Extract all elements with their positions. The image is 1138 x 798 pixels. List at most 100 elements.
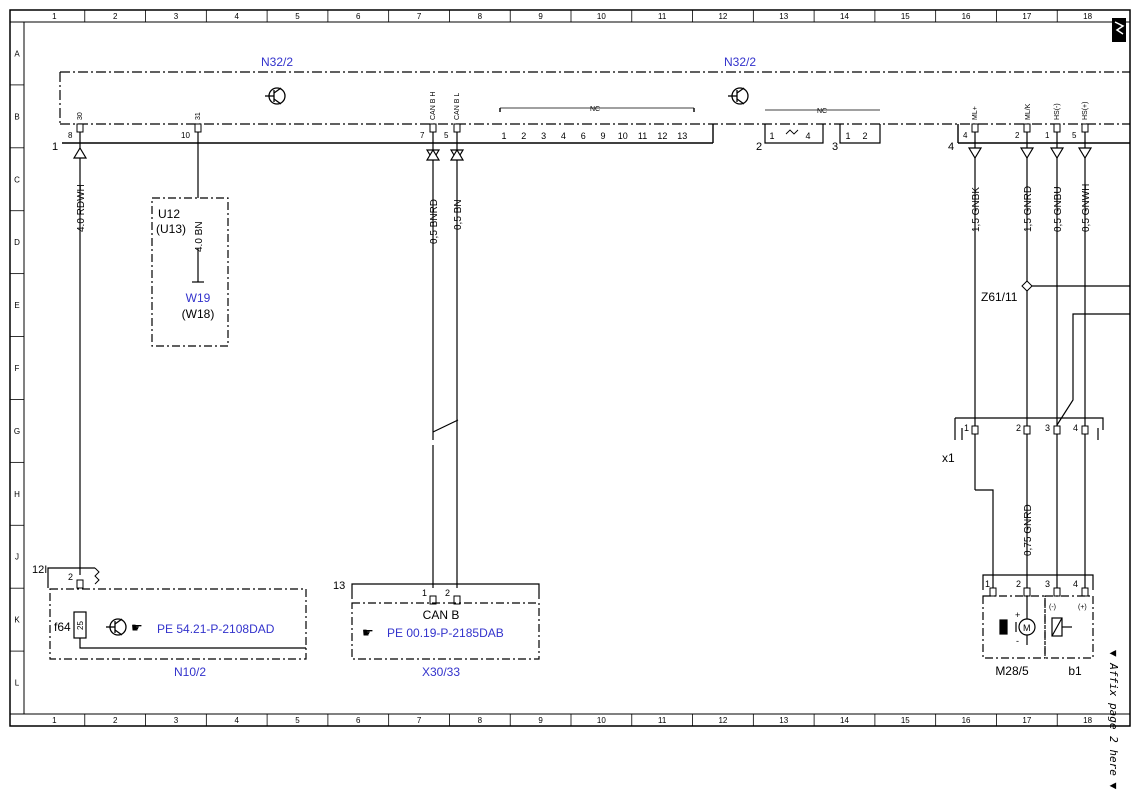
pin-canh-label: CAN B H [430, 92, 437, 120]
row-label: B [14, 112, 19, 121]
x30-pin-2: 2 [445, 588, 450, 598]
pin-mlk-label: ML/K [1025, 103, 1032, 120]
wire-label-bn-4: 4.0 BN [194, 221, 205, 252]
column-label: 18 [1083, 716, 1092, 725]
column-label: 3 [174, 12, 179, 21]
n10-pin-stub [76, 579, 84, 589]
nc-pin-number: 4 [561, 131, 566, 141]
control-unit-icon [106, 618, 127, 636]
reference-hand-icon: ☛ [362, 625, 374, 640]
nc-pin-number: 10 [618, 131, 628, 141]
x30-label: X30/33 [422, 665, 460, 679]
column-label: 16 [962, 716, 971, 725]
connector-2-label: 2 [756, 141, 762, 153]
pin-canl-label: CAN B L [454, 93, 461, 120]
m28-pin-2: 2 [1016, 579, 1021, 589]
x30-pin-1: 1 [422, 588, 427, 598]
x30-pin-stubs [429, 595, 461, 605]
n10-label: N10/2 [174, 665, 206, 679]
column-label: 11 [658, 716, 667, 725]
column-label: 4 [234, 716, 239, 725]
column-label: 8 [478, 12, 483, 21]
column-label: 1 [52, 12, 57, 21]
row-label: J [15, 553, 19, 562]
motor-minus-label: - [1016, 636, 1019, 646]
wire-lines [79, 132, 1130, 588]
splice-icon [1021, 280, 1033, 292]
column-label: 15 [901, 12, 910, 21]
column-label: 3 [174, 716, 179, 725]
connector-12-label: 12I [32, 564, 47, 576]
nc-pin-number: 3 [541, 131, 546, 141]
wire-label-gnwh: 0,5 GNWH [1081, 184, 1092, 232]
n32-right-label: N32/2 [724, 55, 756, 69]
column-label: 5 [295, 716, 300, 725]
row-label: K [14, 616, 20, 625]
m28-label: M28/5 [995, 664, 1029, 678]
pin-4-right: 4 [963, 131, 968, 140]
affix-page-note: ▼ Affix page 2 here ▼ [1107, 650, 1120, 789]
sheet-frame [9, 9, 1131, 727]
row-label: H [14, 490, 20, 499]
m28-connector [982, 574, 1094, 590]
nc-label-right: NC [817, 108, 827, 115]
pin-30-label: 30 [77, 112, 84, 120]
control-unit-icon [728, 87, 749, 105]
connector-1-bar [62, 107, 714, 144]
connector-3-label: 3 [832, 141, 838, 153]
m28-pin-3: 3 [1045, 579, 1050, 589]
x1-connector [954, 417, 1104, 440]
column-label: 14 [840, 12, 849, 21]
wire-label-bnrd: 0,5 BNRD [429, 199, 440, 244]
connector-4-bar [957, 124, 1130, 144]
x30-reference-link[interactable]: PE 00.19-P-2185DAB [387, 626, 504, 640]
m28-pin-1: 1 [985, 579, 990, 589]
m28-pin-4: 4 [1073, 579, 1078, 589]
pin-hsminus-label: HS(-) [1054, 103, 1061, 120]
wire-label-rdwh: 4.0 RDWH [76, 184, 87, 232]
column-label: 16 [962, 12, 971, 21]
wire-label-gnrd: 1,5 GNRD [1023, 186, 1034, 232]
column-label: 4 [234, 12, 239, 21]
x1-label: x1 [942, 451, 955, 465]
x1-pin-3: 3 [1045, 423, 1050, 433]
pin-31-label: 31 [195, 112, 202, 120]
connector-2-pin-b: 4 [805, 131, 810, 141]
pin-5: 5 [444, 131, 449, 140]
pin-2-right: 2 [1015, 131, 1020, 140]
nc-pin-number: 11 [638, 131, 647, 141]
column-label: 10 [597, 12, 606, 21]
motor-m-label: M [1023, 623, 1031, 633]
column-label: 13 [779, 12, 788, 21]
column-label: 6 [356, 12, 361, 21]
column-label: 18 [1083, 12, 1092, 21]
pin-1-right: 1 [1045, 131, 1050, 140]
column-label: 17 [1022, 12, 1031, 21]
column-label: 7 [417, 716, 422, 725]
nc-pin-number: 2 [521, 131, 526, 141]
f64-pin: 25 [76, 621, 85, 630]
column-label: 11 [658, 12, 667, 21]
n10-connector [47, 567, 100, 588]
u12-box [151, 197, 229, 347]
connector-3-pin-a: 1 [845, 131, 850, 141]
row-label: F [15, 364, 20, 373]
column-label: 17 [1022, 716, 1031, 725]
b1-label: b1 [1068, 664, 1082, 678]
m28-box [982, 595, 1046, 659]
x1-pin-stubs [971, 425, 1089, 435]
row-label: C [14, 175, 20, 184]
x1-pin-4: 4 [1073, 423, 1078, 433]
column-label: 2 [113, 12, 118, 21]
wire-label-gnbk: 1,5 GNBK [971, 187, 982, 232]
sheet-corner-icon [1112, 18, 1126, 42]
n10-reference-link[interactable]: PE 54.21-P-2108DAD [157, 622, 275, 636]
reference-hand-icon: ☛ [131, 620, 143, 635]
pin-8: 8 [68, 131, 73, 140]
column-label: 2 [113, 716, 118, 725]
canb-label: CAN B [423, 608, 460, 622]
